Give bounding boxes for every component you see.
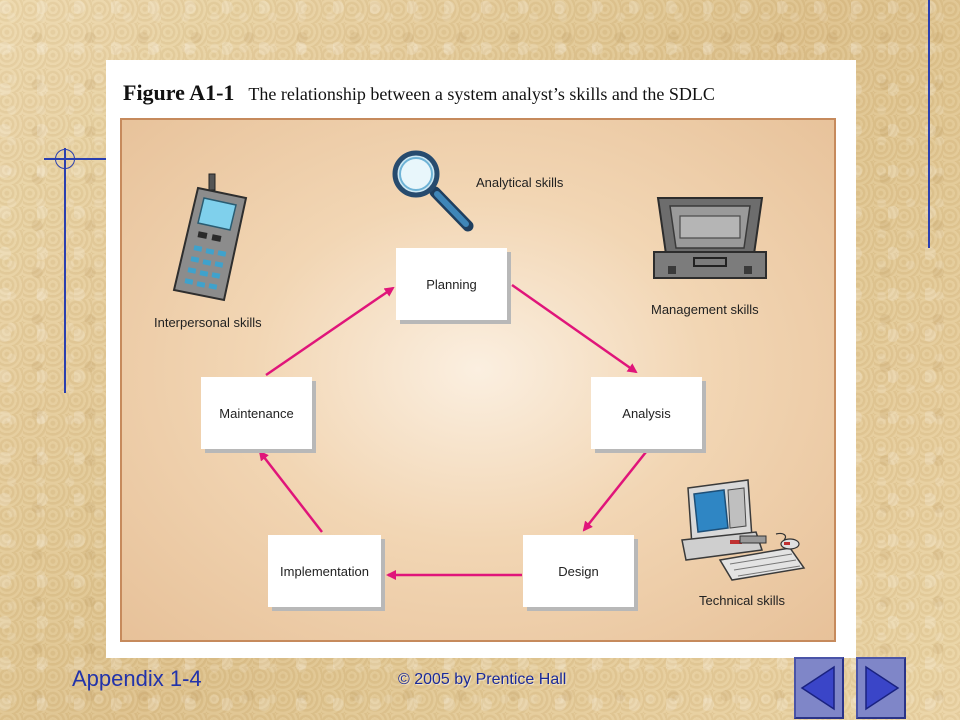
label-management-skills: Management skills — [651, 302, 759, 317]
label-analytical-skills: Analytical skills — [476, 175, 564, 190]
decorative-vertical-line-right — [928, 0, 930, 248]
node-design: Design — [523, 535, 634, 607]
copyright-text: © 2005 by Prentice Hall — [398, 671, 567, 688]
decorative-horizontal-line-left — [44, 158, 106, 160]
node-implementation: Implementation — [268, 535, 381, 607]
figure-number: Figure A1-1 — [123, 80, 235, 105]
triangle-right-icon — [865, 665, 900, 711]
label-technical-skills: Technical skills — [699, 593, 785, 608]
figure-title: Figure A1-1 The relationship between a s… — [123, 80, 715, 106]
figure-caption: The relationship between a system analys… — [248, 84, 715, 104]
node-analysis: Analysis — [591, 377, 702, 449]
computer-icon — [681, 479, 806, 581]
decorative-vertical-line-left — [64, 148, 66, 393]
magnifying-glass-icon — [392, 150, 474, 232]
mobile-phone-icon — [172, 173, 248, 302]
briefcase-icon — [653, 197, 767, 279]
arrow-implementation-to-maintenance — [258, 450, 323, 533]
triangle-left-icon — [800, 665, 835, 711]
label-interpersonal-skills: Interpersonal skills — [154, 315, 262, 330]
section-label: Appendix 1-4 — [72, 666, 202, 691]
arrow-maintenance-to-planning — [265, 286, 395, 377]
next-slide-button[interactable] — [856, 657, 906, 719]
previous-slide-button[interactable] — [794, 657, 844, 719]
decorative-ring — [55, 149, 75, 169]
node-planning: Planning — [396, 248, 507, 320]
arrow-analysis-to-design — [582, 451, 647, 532]
arrow-planning-to-analysis — [511, 283, 638, 374]
node-maintenance: Maintenance — [201, 377, 312, 449]
